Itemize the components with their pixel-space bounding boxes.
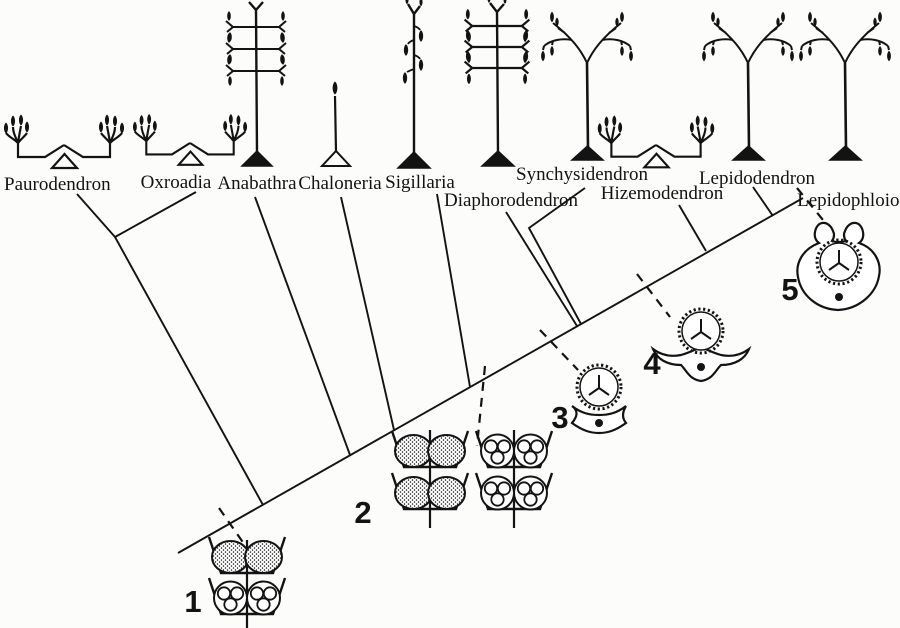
bisporangiate-cone-icon	[207, 535, 287, 628]
character-4-number: 4	[643, 346, 661, 381]
spine-branch	[177, 197, 804, 554]
enclosed-megaspore-icon	[796, 221, 881, 312]
synchysidendron-icon crown-tree-icon	[541, 12, 633, 160]
character-4-dashed-line	[636, 273, 671, 318]
branch-synchysidendron	[527, 187, 586, 325]
hizemodendron-icon creeping-lycopsid-icon	[598, 115, 714, 167]
character-dashed-lines	[218, 187, 824, 552]
label-lepidophloios: Lepidophloios	[797, 190, 900, 211]
label-hizemodendron: Hizemodendron	[601, 183, 724, 204]
sigillaria-icon hanging-cone-tree-icon	[396, 0, 432, 169]
chaloneria-icon small-upright-plant-icon	[319, 81, 353, 167]
label-synchysidendron: Synchysidendron	[516, 164, 648, 185]
megaspore-cone	[390, 429, 470, 528]
lepidophloios-icon crown-tree-icon	[799, 12, 891, 160]
megaspore-on-sporophyll-icon	[570, 363, 628, 435]
megaspore-on-winged-sporophyll-icon	[650, 307, 752, 383]
lepidodendron-icon crown-tree-icon	[702, 12, 794, 160]
branch-chaloneria	[340, 196, 395, 431]
paurodendron-icon creeping-lycopsid-icon	[4, 114, 124, 168]
tree-branches	[76, 186, 804, 554]
character-1-dashed-line	[218, 507, 250, 552]
branch-paurodendron	[76, 193, 116, 238]
label-diaphorodendron: Diaphorodendron	[444, 190, 579, 211]
diaphorodendron-icon tiered-branch-tree-icon	[465, 0, 530, 167]
character-1-number: 1	[184, 584, 201, 619]
branch-hizemodendron	[678, 204, 707, 252]
branch-oxroadia	[114, 191, 197, 238]
oxroadia-icon creeping-lycopsid-icon	[133, 114, 247, 165]
character-5-dashed-line	[796, 187, 824, 221]
branch-lepidodendron	[752, 186, 774, 217]
label-oxroadia: Oxroadia	[141, 172, 212, 193]
microspore-cone	[474, 429, 554, 528]
label-chaloneria: Chaloneria	[298, 173, 382, 194]
branch-diaphorodendron	[505, 211, 578, 327]
label-sigillaria: Sigillaria	[385, 172, 455, 193]
stem-paurodendron-oxroadia	[114, 236, 264, 506]
label-anabathra: Anabathra	[217, 173, 297, 194]
paired-monosporangiate-cones-icon	[390, 429, 554, 528]
anabathra-icon columnar-tiered-tree-icon	[226, 1, 286, 167]
character-2-dashed-line	[475, 365, 487, 447]
branch-sigillaria	[436, 193, 471, 388]
branch-anabathra	[254, 196, 351, 456]
character-3-number: 3	[551, 400, 568, 435]
character-5-number: 5	[781, 272, 798, 307]
label-lepidodendron: Lepidodendron	[699, 168, 816, 189]
label-paurodendron: Paurodendron	[4, 174, 111, 195]
character-2-number: 2	[354, 495, 371, 530]
